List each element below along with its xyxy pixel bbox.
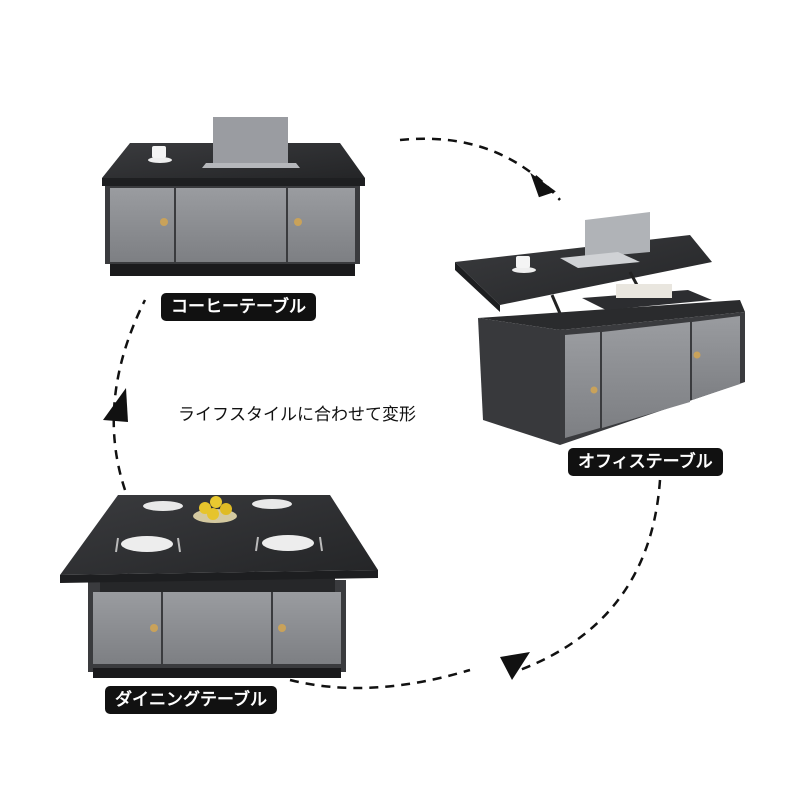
caption-text: ライフスタイルに合わせて変形: [178, 405, 416, 425]
dining-table: [60, 495, 378, 678]
label-dining-table: ダイニングテーブル: [105, 686, 277, 714]
label-coffee-table: コーヒーテーブル: [161, 293, 316, 321]
cycle-arrows: [112, 137, 662, 690]
label-office-table: オフィステーブル: [568, 448, 723, 476]
arrow-right-bottom: [519, 479, 662, 672]
arrow-bottom-left: [289, 668, 471, 690]
arrow-top-right: [399, 137, 561, 201]
cycle-arrow-icon: [103, 172, 556, 680]
arrow-left-up: [112, 299, 147, 491]
coffee-table: [102, 117, 365, 276]
office-table: [455, 212, 745, 445]
